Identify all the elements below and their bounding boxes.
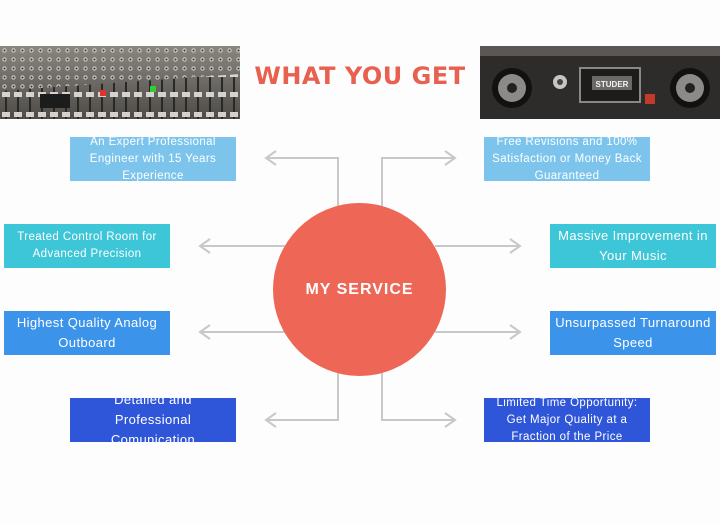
benefit-text: An Expert Professional Engineer with 15 … <box>89 137 217 181</box>
benefit-text: Highest Quality Analog Outboard <box>16 315 158 350</box>
benefit-box-control-room: Treated Control Room for Advanced Precis… <box>4 224 170 268</box>
benefit-box-analog-outboard: Highest Quality Analog Outboard <box>4 311 170 355</box>
page-title: WHAT YOU GET <box>254 62 466 90</box>
benefit-text: Free Revisions and 100% Satisfaction or … <box>492 137 642 181</box>
center-label: MY SERVICE <box>305 280 414 298</box>
my-service-circle: MY SERVICE <box>273 203 446 376</box>
connector-right-1 <box>381 157 455 210</box>
benefit-text: Massive Improvement in Your Music <box>558 228 708 263</box>
benefit-box-free-revisions: Free Revisions and 100% Satisfaction or … <box>484 137 650 181</box>
benefit-text: Detailed and Professional Comunication <box>110 398 196 442</box>
connector-left-4 <box>266 368 339 421</box>
studer-logo-text: STUDER <box>596 80 629 89</box>
benefit-box-turnaround-speed: Unsurpassed Turnaround Speed <box>550 311 716 355</box>
benefit-box-communication: Detailed and Professional Comunication <box>70 398 236 442</box>
benefit-text: Treated Control Room for Advanced Precis… <box>17 231 157 260</box>
studer-tape-machine-photo: STUDER <box>480 46 720 119</box>
mixing-console-photo <box>0 46 240 119</box>
connector-right-4 <box>381 368 455 421</box>
benefit-box-limited-time: Limited Time Opportunity: Get Major Qual… <box>484 398 650 442</box>
connector-left-1 <box>266 157 339 210</box>
benefit-box-expert-engineer: An Expert Professional Engineer with 15 … <box>70 137 236 181</box>
benefit-text: Limited Time Opportunity: Get Major Qual… <box>496 398 638 442</box>
benefit-box-massive-improvement: Massive Improvement in Your Music <box>550 224 716 268</box>
benefit-text: Unsurpassed Turnaround Speed <box>555 315 711 350</box>
